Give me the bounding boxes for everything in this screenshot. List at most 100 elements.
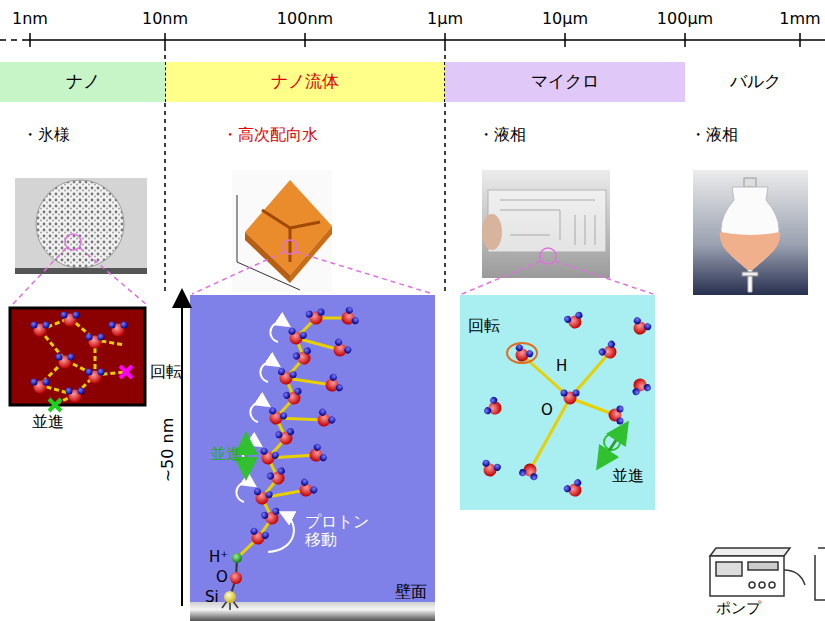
atom-label: O (541, 402, 553, 419)
illustration-part (257, 447, 280, 468)
illustration-part (742, 272, 758, 276)
illustration-part (86, 369, 105, 384)
illustration-part (564, 33, 566, 47)
illustration-part (36, 180, 124, 268)
liquid-inset (460, 295, 655, 510)
illustration-part (245, 440, 248, 472)
illustration-part (10, 308, 145, 405)
illustration-part (518, 461, 541, 482)
illustration-part (305, 308, 326, 326)
illustration-part (237, 318, 316, 558)
illustration-part (500, 200, 595, 245)
illustration-part (245, 180, 332, 275)
illustration-part (479, 459, 502, 480)
illustration-part (769, 582, 775, 588)
scale-label: 100nm (277, 10, 333, 28)
illustration-part (815, 555, 825, 600)
illustration-part (236, 482, 252, 502)
illustration-part (230, 572, 242, 584)
illustration-part (181, 296, 183, 606)
illustration-part (31, 379, 50, 394)
atom-label: O (216, 569, 228, 586)
illustration-part (799, 33, 801, 47)
illustration-part (488, 190, 606, 252)
illustration-part (748, 562, 778, 570)
illustration-part (322, 373, 344, 397)
illustration-part (232, 553, 242, 563)
illustration-part (12, 248, 66, 305)
illustration-part (275, 427, 297, 446)
inset-panel: 回転並進 (460, 295, 655, 510)
illustration-part (15, 178, 147, 274)
illustration-part (784, 570, 805, 585)
illustration-part (260, 362, 276, 382)
motion-label: プロトン 移動 (305, 513, 379, 550)
illustration-part (693, 170, 808, 295)
illustration-part (710, 556, 784, 596)
illustration-part (61, 312, 80, 327)
illustration-part (561, 390, 580, 405)
surface-label: 壁面 (395, 583, 427, 601)
illustration-part (232, 170, 332, 292)
illustration-part (460, 295, 655, 510)
illustration-part (290, 222, 320, 228)
chip-photo (482, 170, 610, 278)
motion-label: 回転 (150, 363, 182, 381)
scale-label: 10μm (542, 10, 588, 28)
illustration-part (236, 322, 294, 552)
scale-label: 1mm (779, 10, 820, 28)
oriented-water-inset (182, 295, 435, 621)
illustration-part (295, 477, 319, 501)
phase-label: ・液相 (478, 126, 526, 144)
ice-inset (10, 308, 145, 411)
scale-label: 10nm (142, 10, 188, 28)
illustration-part (247, 527, 270, 548)
atom-label: H⁺ (209, 549, 228, 566)
illustration-part (270, 322, 286, 342)
illustration-part (49, 399, 61, 411)
device-label: ポンプ (716, 600, 761, 617)
illustration-part (190, 295, 435, 607)
illustration-part (530, 398, 570, 470)
afm-image (232, 170, 332, 292)
node-label: ナノ (66, 72, 100, 92)
illustration-part (306, 443, 328, 467)
illustration-part (29, 33, 31, 47)
motion-label: 回転 (468, 317, 500, 335)
scale-band: ナノ流体 (165, 62, 445, 102)
atom-label: H (556, 358, 567, 375)
illustration-part (716, 562, 742, 576)
dimension-label: ~50 nm (159, 418, 177, 483)
illustration-part (555, 261, 653, 294)
atom-label: Si (205, 589, 219, 606)
scale-axis (0, 33, 825, 47)
illustration-part (629, 316, 653, 338)
illustration-part (251, 487, 273, 506)
illustration-part (22, 39, 825, 41)
illustration-part (296, 252, 433, 294)
illustration-part (482, 170, 610, 278)
illustration-part (66, 388, 85, 403)
illustration-part (120, 366, 132, 378)
illustration-part (80, 248, 147, 305)
motion-label: 並進 (210, 445, 242, 463)
illustration-part (507, 343, 537, 363)
illustration-part (266, 466, 290, 488)
illustration-part (262, 318, 348, 498)
illustration-part (601, 428, 624, 463)
illustration-part (744, 178, 756, 187)
illustration-part (749, 582, 755, 588)
illustration-part (164, 33, 166, 47)
illustration-part (190, 602, 435, 621)
illustration-part (759, 582, 765, 588)
illustration-part (56, 354, 75, 369)
illustration-part (289, 228, 292, 262)
illustration-part (563, 311, 586, 332)
illustration-part (268, 514, 294, 552)
illustration-part (296, 338, 340, 350)
illustration-part (720, 232, 780, 270)
illustration-part (292, 346, 316, 368)
illustration-part (224, 591, 236, 603)
illustration-part (290, 226, 332, 283)
illustration-part (570, 398, 615, 415)
